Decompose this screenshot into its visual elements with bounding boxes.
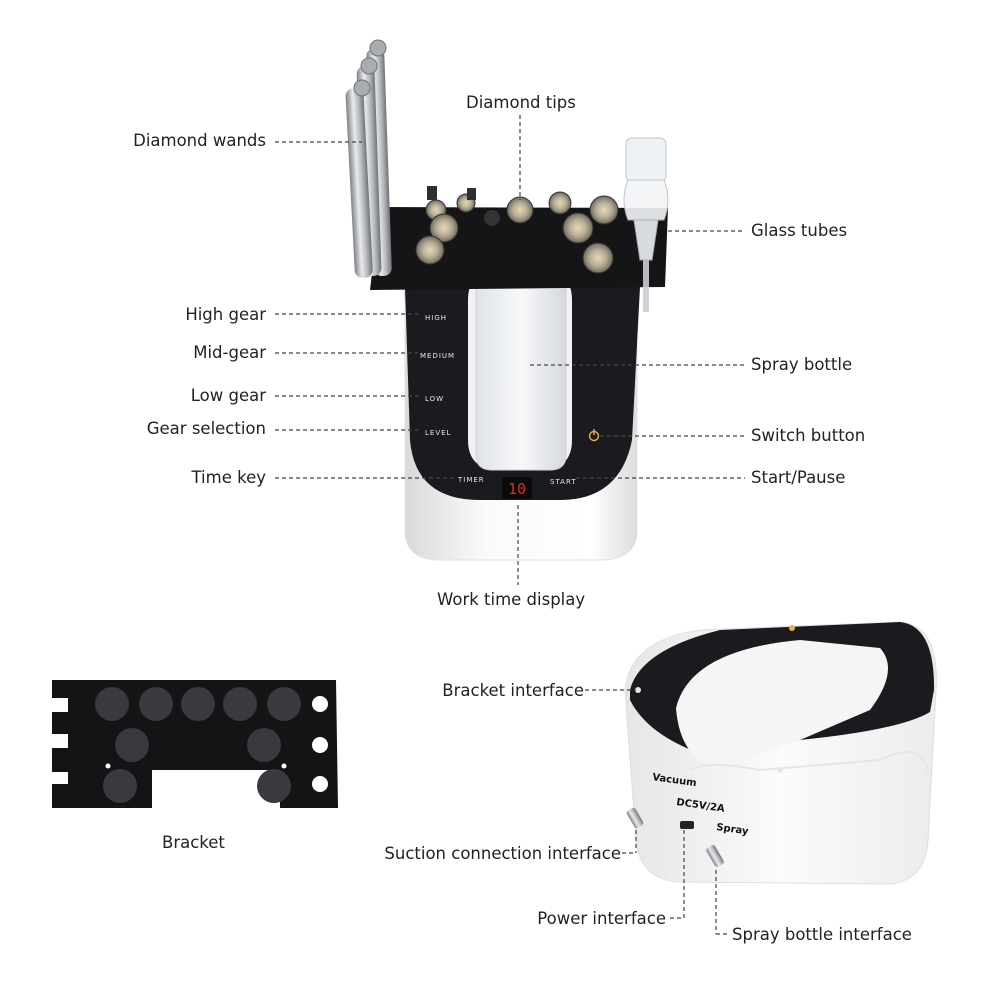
label-low-gear: Low gear xyxy=(190,386,266,405)
label-diamond-tips: Diamond tips xyxy=(466,93,576,112)
work-time-display xyxy=(502,477,532,499)
power-port xyxy=(680,821,694,829)
leader-lines xyxy=(275,115,745,935)
label-bracket: Bracket xyxy=(162,833,225,852)
label-start-pause: Start/Pause xyxy=(751,468,846,487)
label-high-gear: High gear xyxy=(185,305,266,324)
panel-label-start: START xyxy=(550,478,577,486)
panel-label-timer: TIMER xyxy=(457,476,485,484)
label-spray-bottle-interface: Spray bottle interface xyxy=(732,925,912,944)
label-gear-selection: Gear selection xyxy=(146,419,266,438)
bracket-part xyxy=(52,680,338,808)
spray-nozzle xyxy=(706,845,724,867)
label-diamond-wands: Diamond wands xyxy=(133,131,266,150)
panel-label-medium: MEDIUM xyxy=(420,352,455,360)
label-switch-button: Switch button xyxy=(751,426,866,445)
label-mid-gear: Mid-gear xyxy=(193,343,266,362)
power-icon[interactable] xyxy=(588,429,600,442)
label-time-key: Time key xyxy=(191,468,266,487)
label-spray-bottle: Spray bottle xyxy=(751,355,853,374)
glass-tubes xyxy=(623,137,669,312)
panel-label-low: LOW xyxy=(425,395,444,403)
panel-label-high: HIGH xyxy=(425,314,447,322)
label-work-time-display: Work time display xyxy=(437,590,586,609)
device-main: HIGH MEDIUM LOW LEVEL TIMER START 10 xyxy=(345,39,669,561)
port-label-spray: Spray xyxy=(716,822,750,837)
label-glass-tubes: Glass tubes xyxy=(751,221,848,240)
device-rear: Vacuum DC5V/2A Spray xyxy=(624,621,937,885)
label-power-interface: Power interface xyxy=(537,909,666,928)
label-bracket-interface: Bracket interface xyxy=(442,681,584,700)
display-value: 10 xyxy=(508,480,526,498)
diamond-wands xyxy=(345,39,392,278)
panel-label-level: LEVEL xyxy=(425,429,451,437)
diamond-tips-set xyxy=(415,186,619,274)
suction-nozzle xyxy=(626,807,644,829)
label-suction-connection-interface: Suction connection interface xyxy=(384,844,621,863)
